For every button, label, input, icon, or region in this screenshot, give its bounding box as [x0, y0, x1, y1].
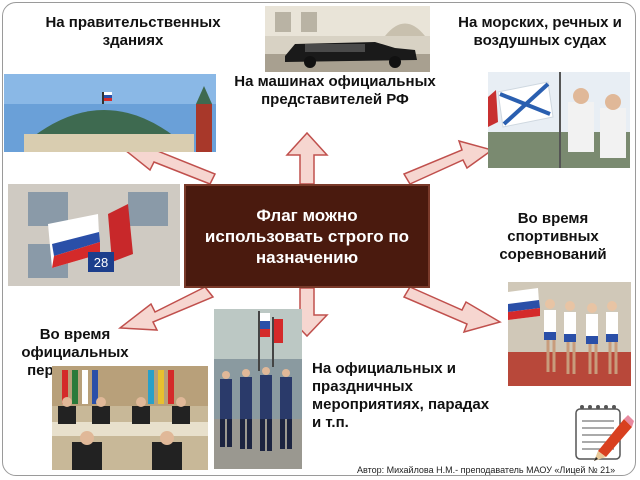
arrow-up-right	[402, 139, 494, 185]
arrow-down-left	[117, 286, 215, 331]
arrow-up	[285, 131, 329, 185]
building-flags-photo: 28	[8, 184, 180, 286]
author-credit: Автор: Михайлова Н.М.- преподаватель МАО…	[357, 465, 616, 475]
label-sports: Во время спортивных соревнований	[499, 210, 607, 263]
center-box: Флаг можно использовать строго по назнач…	[184, 184, 430, 288]
label-events: На официальных и праздничных мероприятия…	[312, 360, 490, 431]
sailors-photo	[488, 72, 630, 168]
athletes-photo	[508, 282, 631, 386]
meeting-photo	[52, 366, 208, 470]
notepad-pencil-icon[interactable]	[572, 401, 636, 463]
house-number-plate	[88, 252, 114, 272]
parade-photo	[214, 309, 302, 469]
arrow-down-right	[402, 286, 502, 334]
kremlin-photo	[4, 74, 216, 152]
label-government-buildings: На правительственных зданиях	[45, 14, 221, 49]
label-vessels: На морских, речных и воздушных судах	[458, 14, 622, 49]
slide-frame	[2, 2, 636, 476]
house-number: 28	[94, 255, 108, 270]
car-photo	[265, 6, 430, 72]
center-text: Флаг можно использовать строго по назнач…	[204, 205, 410, 267]
label-official-cars: На машинах официальных представителей РФ	[234, 73, 436, 108]
